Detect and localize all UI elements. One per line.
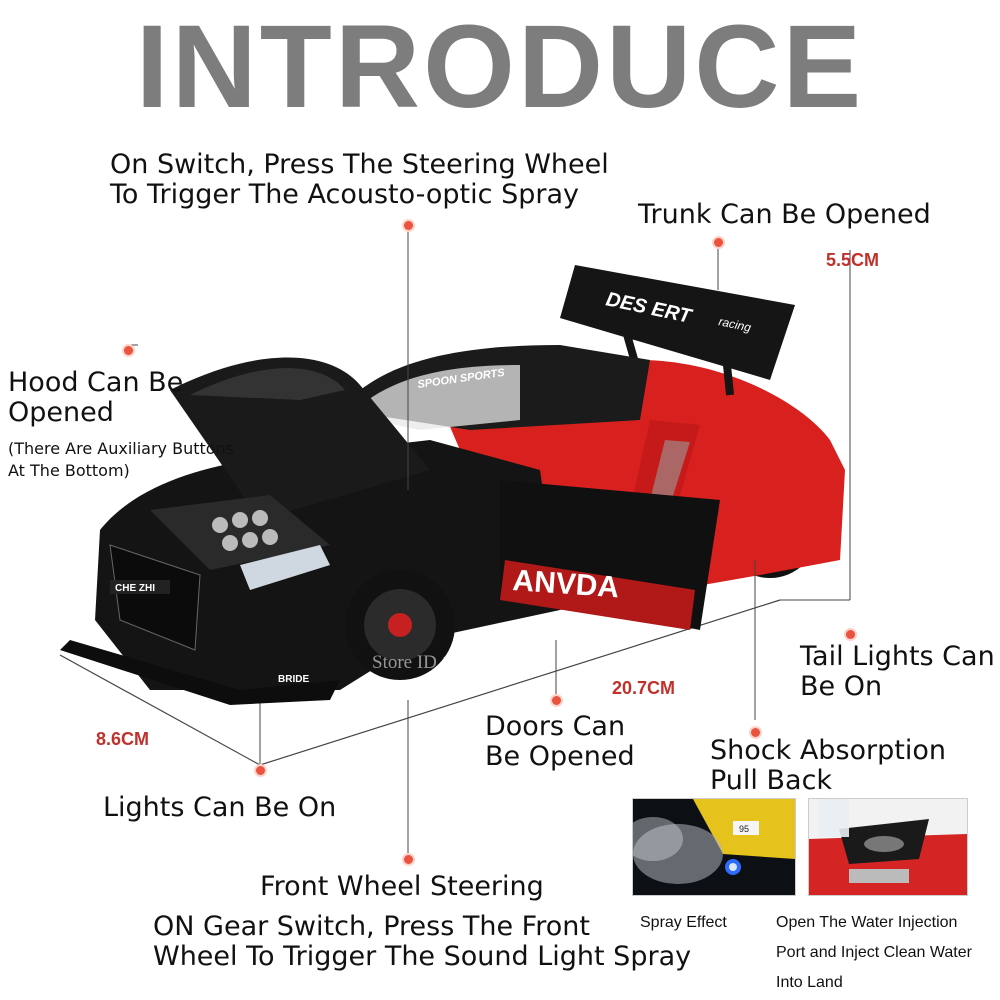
- water-injection-photo: [808, 798, 968, 896]
- dot-steering: [402, 219, 415, 232]
- dimension-length: 20.7CM: [612, 678, 676, 698]
- label-trunk: Trunk Can Be Opened: [638, 199, 931, 230]
- page-title: INTRODUCE: [135, 1, 865, 133]
- dot-hood: [122, 344, 135, 357]
- spray-plate-text: 95: [739, 824, 749, 834]
- dot-front-wheel: [402, 853, 415, 866]
- dimension-height: 5.5CM: [826, 250, 880, 270]
- dimension-width: 8.6CM: [96, 729, 150, 749]
- wing-sub-text: racing: [717, 314, 752, 335]
- door-text: ANVDA: [512, 564, 621, 604]
- label-shock: Shock Absorption Pull Back: [710, 735, 946, 796]
- dot-tail-lights: [844, 628, 857, 641]
- water-injection-caption: Open The Water Injection Port and Inject…: [776, 914, 972, 991]
- spray-effect-caption: Spray Effect: [640, 914, 727, 931]
- label-steering-switch: On Switch, Press The Steering Wheel To T…: [110, 149, 609, 210]
- label-doors: Doors Can Be Opened: [485, 711, 635, 772]
- dot-lights: [254, 764, 267, 777]
- label-gear-switch: ON Gear Switch, Press The Front Wheel To…: [153, 911, 692, 972]
- label-hood-note: (There Are Auxiliary Buttons At The Bott…: [8, 439, 235, 480]
- bumper-text: BRIDE: [278, 674, 309, 685]
- label-lights: Lights Can Be On: [103, 792, 337, 823]
- dot-doors: [550, 694, 563, 707]
- watermark: Store ID 1104109268: [372, 652, 536, 673]
- plate-text: CHE ZHI: [115, 583, 155, 594]
- label-hood: Hood Can Be Opened: [8, 367, 184, 428]
- spray-effect-photo: 95: [632, 798, 796, 896]
- label-front-wheel: Front Wheel Steering: [260, 871, 544, 902]
- dot-trunk: [712, 236, 725, 249]
- dot-shock: [749, 726, 762, 739]
- label-tail-lights: Tail Lights Can Be On: [800, 641, 995, 702]
